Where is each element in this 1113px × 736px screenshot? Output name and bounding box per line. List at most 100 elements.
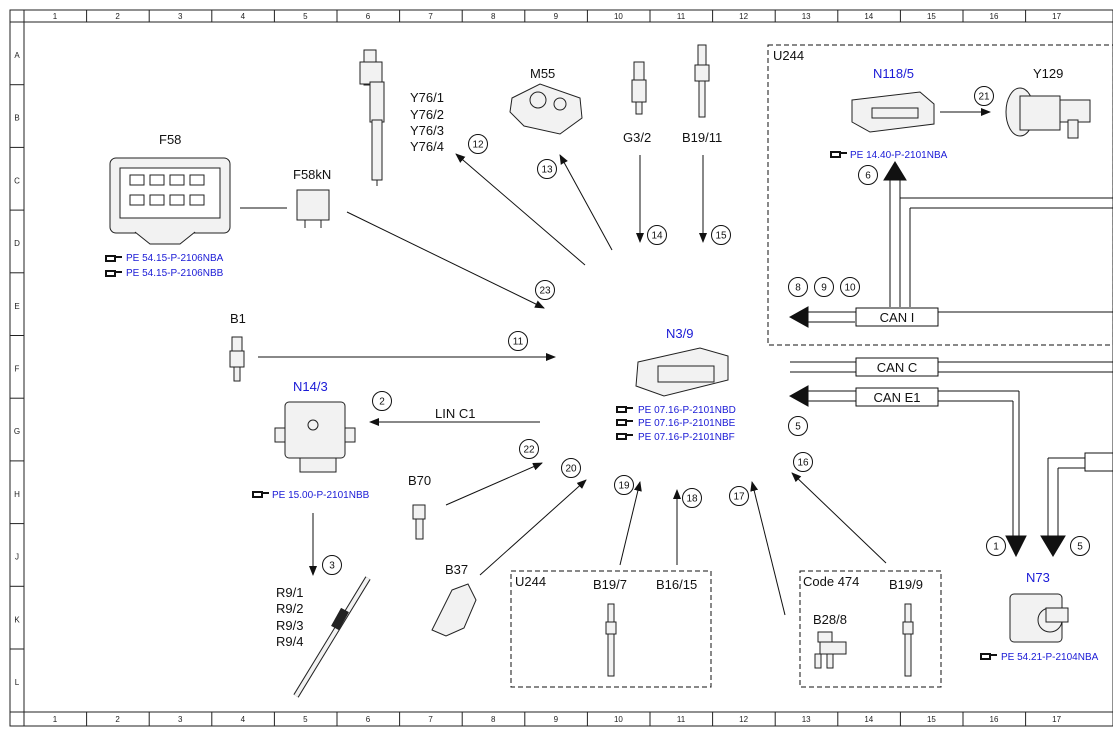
component-label: Y129 (1033, 66, 1063, 81)
grid-row-label: B (14, 114, 19, 123)
grid-column-label: 2 (115, 12, 120, 21)
callout-circle (322, 555, 342, 575)
component-label: Y76/3 (410, 123, 444, 138)
callout-circle (537, 159, 557, 179)
callout-number: 10 (844, 283, 856, 294)
callout-circle (561, 458, 581, 478)
component-label: M55 (530, 66, 555, 81)
callout-number: 5 (795, 422, 801, 433)
grid-row-label: G (14, 427, 20, 436)
ref-n3-9[interactable]: PE 07.16-P-2101NBD PE 07.16-P-2101NBE PE… (616, 405, 736, 443)
ignition-n73: N73 (1009, 570, 1069, 643)
grid-column-label: 9 (554, 12, 559, 21)
callout-number: 11 (513, 337, 524, 348)
callout-number: 18 (686, 494, 698, 505)
grid-column-label: 3 (178, 715, 183, 724)
grid-column-label: 11 (677, 715, 686, 724)
grid-column-label: 11 (677, 12, 686, 21)
component-label: R9/4 (276, 634, 303, 649)
grid-row-label: L (15, 678, 20, 687)
ref-f58[interactable]: PE 54.15-P-2106NBA PE 54.15-P-2106NBB (105, 253, 224, 279)
grid-column-label: 13 (802, 12, 811, 21)
motor-m55: M55 (509, 66, 583, 135)
grid-column-label: 7 (428, 12, 433, 21)
callout-number: 12 (472, 140, 484, 151)
pedal-b37: B37 (431, 562, 477, 637)
component-label: B28/8 (813, 612, 847, 627)
grid-row-label: A (14, 51, 20, 60)
callout-circle (788, 416, 808, 436)
callout-number: 23 (539, 286, 551, 297)
reference-link: PE 15.00-P-2101NBB (272, 490, 370, 501)
callout-circle (468, 134, 488, 154)
callout-circle (519, 439, 539, 459)
bus-label: CAN E1 (874, 390, 921, 405)
callout-circle (814, 277, 834, 297)
bus-label-can-i: CAN I (855, 307, 939, 327)
injector-y76: Y76/1 Y76/2 Y76/3 Y76/4 (359, 49, 444, 186)
ref-n73[interactable]: PE 54.21-P-2104NBA (980, 652, 1099, 663)
component-label: R9/2 (276, 601, 303, 616)
bus-label-lin-c1: LIN C1 (435, 406, 475, 421)
component-label: B1 (230, 311, 246, 326)
callout-number: 6 (865, 171, 871, 182)
reference-link: PE 54.15-P-2106NBB (126, 268, 224, 279)
component-label: R9/1 (276, 585, 303, 600)
component-label: B19/9 (889, 577, 923, 592)
grid-column-label: 10 (614, 715, 623, 724)
bus-label: CAN C (877, 360, 917, 375)
grid-column-label: 16 (990, 715, 999, 724)
grid-column-label: 15 (927, 12, 936, 21)
grid-column-label: 14 (864, 12, 873, 21)
actuator-y129: Y129 (1005, 66, 1091, 139)
grid-column-label: 17 (1052, 12, 1061, 21)
callout-circle (974, 86, 994, 106)
grid-column-label: 1 (53, 715, 58, 724)
callout-circle (535, 280, 555, 300)
relay-f58kn: F58kN (293, 167, 331, 228)
ref-n118[interactable]: PE 14.40-P-2101NBA (830, 150, 948, 161)
bus-label-can-e1: CAN E1 (855, 387, 939, 407)
grid-column-label: 12 (739, 12, 748, 21)
callout-circle (1070, 536, 1090, 556)
grid-row-label: C (14, 176, 20, 185)
fuse-box-f58: F58 (109, 132, 231, 245)
ref-n14[interactable]: PE 15.00-P-2101NBB (252, 490, 370, 501)
component-label: R9/3 (276, 618, 303, 633)
callout-number: 2 (379, 397, 385, 408)
callout-number: 22 (523, 445, 535, 456)
grid-column-label: 14 (864, 715, 873, 724)
component-label: B19/7 (593, 577, 627, 592)
callout-number: 8 (795, 283, 801, 294)
grid-row-label: E (14, 302, 19, 311)
component-label: Y76/2 (410, 107, 444, 122)
reference-link: PE 54.21-P-2104NBA (1001, 652, 1099, 663)
grid-column-label: 7 (428, 715, 433, 724)
grid-column-label: 4 (241, 715, 246, 724)
sensor-g3-2: G3/2 (623, 61, 651, 145)
grid-column-label: 6 (366, 12, 371, 21)
grid-column-label: 15 (927, 715, 936, 724)
grid-column-label: 10 (614, 12, 623, 21)
component-label: N118/5 (873, 66, 914, 81)
grid-row-label: K (14, 615, 20, 624)
sensor-b19-11: B19/11 (682, 44, 722, 145)
grid-column-label: 2 (115, 715, 120, 724)
grid-column-label: 13 (802, 715, 811, 724)
component-label: B37 (445, 562, 468, 577)
grid-column-label: 5 (303, 715, 308, 724)
callout-circle (614, 475, 634, 495)
grid-row-label: D (14, 239, 20, 248)
grid-column-label: 8 (491, 715, 496, 724)
sensor-b28-8: B28/8 (813, 612, 847, 669)
sensor-b1: B1 (229, 311, 246, 382)
callout-circle (711, 225, 731, 245)
callout-circle (840, 277, 860, 297)
bus-label: CAN I (880, 310, 915, 325)
callout-number: 21 (978, 92, 990, 103)
glow-plug-r9: R9/1 R9/2 R9/3 R9/4 (276, 576, 371, 698)
signal-arrows (258, 153, 887, 616)
callout-circle (372, 391, 392, 411)
